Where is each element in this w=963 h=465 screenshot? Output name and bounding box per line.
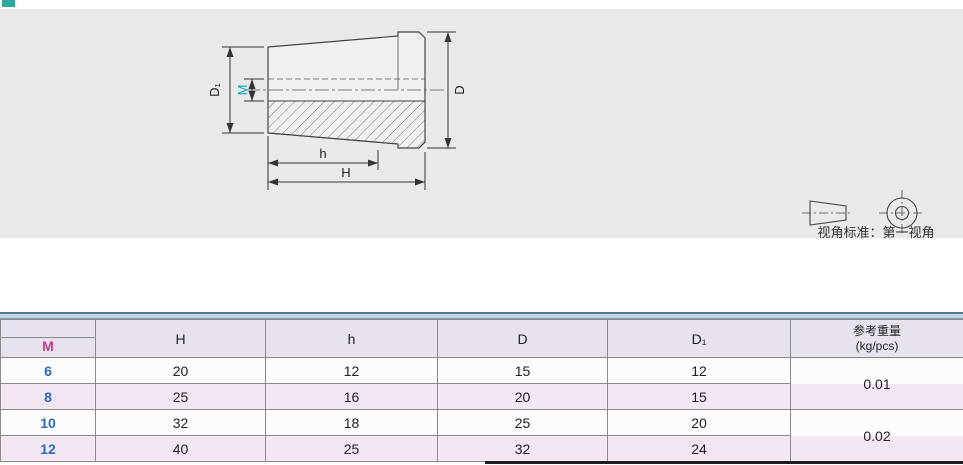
header-h: h <box>265 319 438 358</box>
dim-H <box>268 152 426 190</box>
frustum-icon <box>809 200 847 226</box>
cell-m: 8 <box>0 383 96 410</box>
cell-D: 15 <box>437 357 608 384</box>
technical-drawing: D₁ M D h H <box>207 31 925 236</box>
header-m: M <box>0 319 96 358</box>
table-row-m6: 6 20 12 15 12 0.01 <box>0 357 963 410</box>
cell-D1: 20 <box>607 409 791 436</box>
projection-standard-label: 视角标准：第一视角 <box>817 225 935 240</box>
cell-h: 18 <box>265 409 438 436</box>
dim-label-h: h <box>319 146 326 161</box>
dim-label-M: M <box>235 85 250 96</box>
cell-m: 10 <box>0 409 96 436</box>
cell-D: 20 <box>437 383 608 410</box>
dim-label-D1: D₁ <box>207 83 222 97</box>
cell-D: 32 <box>437 435 608 462</box>
cell-m: 6 <box>0 357 96 384</box>
part-section-hatch <box>267 100 426 149</box>
cell-H: 32 <box>95 409 266 436</box>
header-m-label: M <box>42 338 54 354</box>
corner-accent <box>2 0 15 7</box>
header-D1: D₁ <box>607 319 791 358</box>
dim-D1 <box>222 46 264 134</box>
page-bottom-rule <box>485 461 963 464</box>
cell-H: 25 <box>95 383 266 410</box>
cell-H: 40 <box>95 435 266 462</box>
header-row: M H h D D₁ 参考重量 (kg/pcs) <box>0 319 963 358</box>
dim-M <box>244 78 264 102</box>
cell-D: 25 <box>437 409 608 436</box>
cell-D1: 24 <box>607 435 791 462</box>
header-weight-title: 参考重量 <box>852 324 901 339</box>
header-H: H <box>95 319 266 358</box>
first-angle-projection-symbol <box>802 190 925 236</box>
cell-h: 12 <box>265 357 438 384</box>
table-row-m10: 10 32 18 25 20 0.02 <box>0 409 963 462</box>
cell-weight: 0.02 <box>790 409 963 462</box>
header-D: D <box>437 319 608 358</box>
dimension-table: M H h D D₁ 参考重量 (kg/pcs) 6 20 12 <box>0 319 963 462</box>
cell-weight: 0.01 <box>790 357 963 410</box>
dim-D <box>427 31 456 149</box>
cell-m: 12 <box>0 435 96 462</box>
drawing-area <box>0 9 963 238</box>
header-weight: 参考重量 (kg/pcs) <box>790 319 963 358</box>
cell-D1: 12 <box>607 357 791 384</box>
dim-label-D: D <box>452 85 467 94</box>
cell-h: 16 <box>265 383 438 410</box>
cell-D1: 15 <box>607 383 791 410</box>
cell-h: 25 <box>265 435 438 462</box>
dim-label-H: H <box>341 165 350 180</box>
table-top-band <box>0 312 963 319</box>
dimension-table-section: M H h D D₁ 参考重量 (kg/pcs) 6 20 12 <box>0 312 963 462</box>
cell-H: 20 <box>95 357 266 384</box>
header-weight-unit: (kg/pcs) <box>855 338 899 353</box>
header-m-divider <box>1 337 95 338</box>
